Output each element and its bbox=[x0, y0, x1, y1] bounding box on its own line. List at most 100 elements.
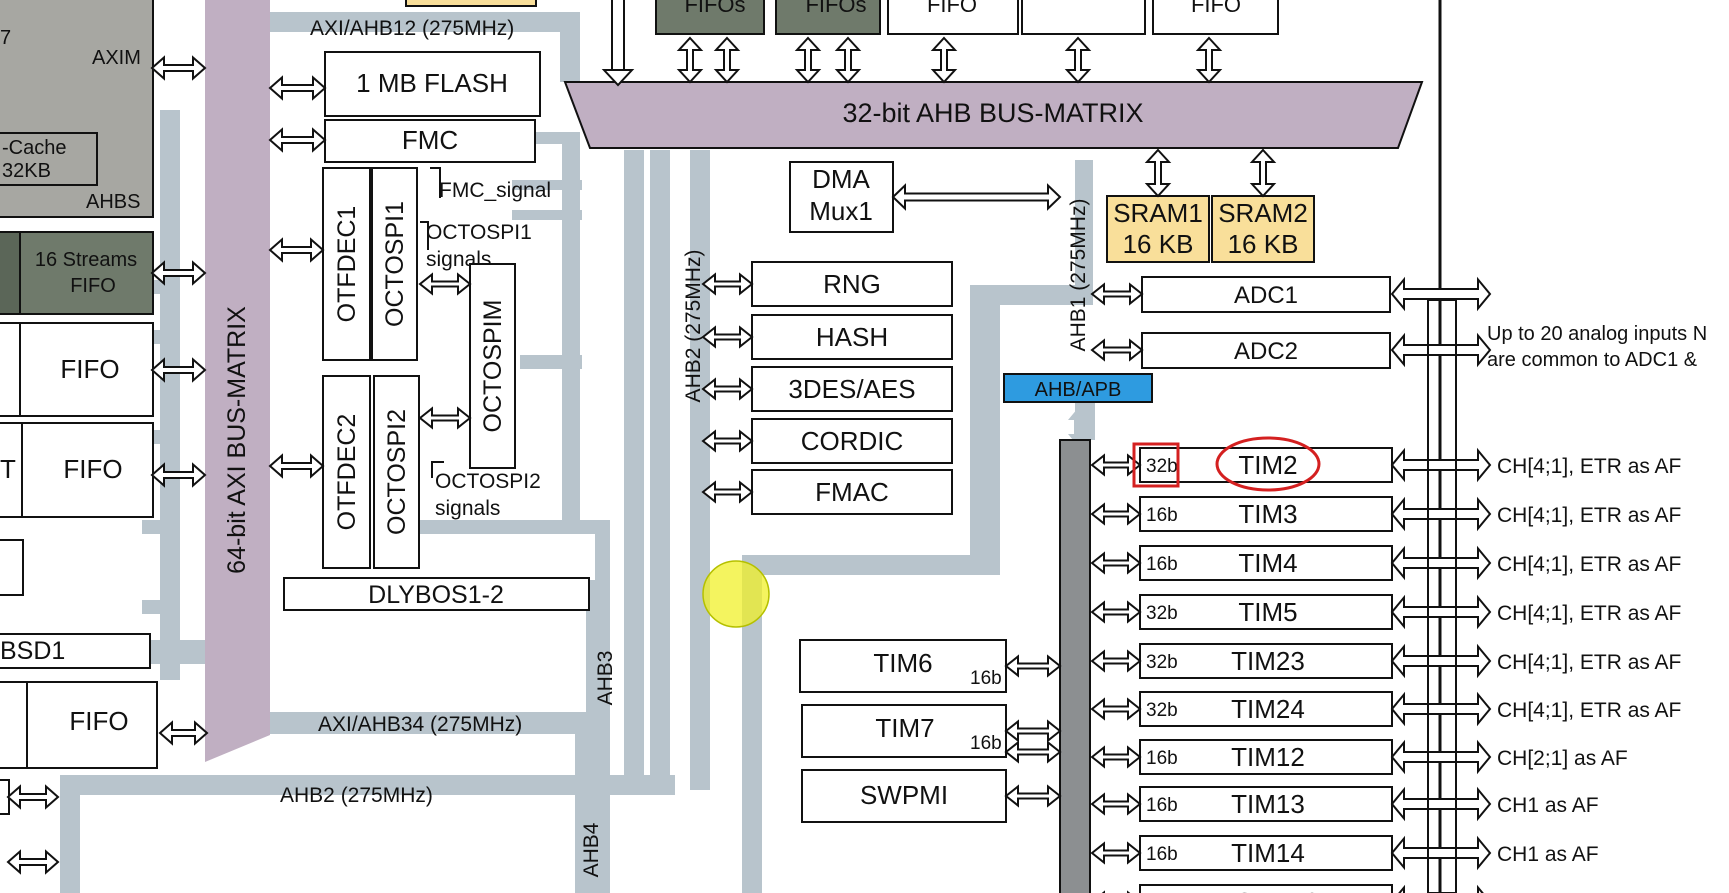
top-down-arrow-stem bbox=[611, 0, 625, 71]
fifo1-arrow bbox=[150, 357, 207, 383]
timer-box-tim13 bbox=[1139, 786, 1393, 822]
timer-channel-label: CH[4;1], ETR as AF bbox=[1497, 651, 1681, 674]
tim7-arrow bbox=[1004, 719, 1062, 743]
swpmi-box bbox=[801, 769, 1007, 823]
timer-bus-arrow bbox=[1090, 697, 1142, 721]
timer-bits: 32b bbox=[1146, 652, 1178, 673]
periph-arrow bbox=[701, 272, 754, 296]
periph-arrow bbox=[701, 429, 754, 453]
adc2-label: ADC2 bbox=[1234, 338, 1298, 365]
fifo-c bbox=[887, 0, 1019, 35]
small-box bbox=[0, 539, 24, 596]
sram1-box bbox=[1106, 195, 1210, 263]
oct1-octospim-arrow bbox=[418, 272, 472, 296]
adc1-io-arrow bbox=[1390, 276, 1492, 312]
bridge-arrow bbox=[1068, 408, 1088, 446]
fifo3-arrow bbox=[158, 720, 209, 746]
tim6-label: TIM6 bbox=[873, 648, 932, 678]
timer-bus-arrow bbox=[1090, 792, 1142, 816]
timer-channel-label: CH[4;1], ETR as AF bbox=[1497, 602, 1681, 625]
sram2-arrow bbox=[1249, 148, 1277, 198]
swpmi-arrow bbox=[1004, 784, 1062, 808]
fifo-label-2: FIFO bbox=[63, 454, 122, 484]
timer-name: TIM12 bbox=[1231, 742, 1305, 772]
top-vertical-arrow-1 bbox=[713, 36, 741, 84]
ahb-bus-matrix bbox=[563, 81, 1424, 149]
dma-arrow bbox=[891, 183, 1062, 211]
tim7-bits: 16b bbox=[970, 733, 1002, 754]
timer-io-arrow bbox=[1390, 786, 1492, 822]
ahbs-label: AHBS bbox=[86, 191, 140, 213]
periph-label: HASH bbox=[816, 322, 888, 352]
t-label: T bbox=[0, 454, 16, 484]
timer-bus-arrow bbox=[1090, 745, 1142, 769]
timer-io-arrow bbox=[1390, 496, 1492, 532]
streams-arrow bbox=[150, 260, 207, 286]
timer-channel-label: CH[2;1] as AF bbox=[1497, 747, 1628, 770]
adc1-label: ADC1 bbox=[1234, 282, 1298, 309]
timer-io-arrow bbox=[1390, 447, 1492, 483]
dcache-box bbox=[0, 132, 98, 186]
tim7-box bbox=[801, 704, 1007, 758]
tim7-label: TIM7 bbox=[875, 713, 934, 743]
octospi1-label: OCTOSPI1 bbox=[381, 201, 409, 327]
ahb1-vertical-label: AHB1 (275MHz) bbox=[1067, 199, 1090, 352]
timer-bits: 32b bbox=[1146, 603, 1178, 624]
axim-arrow bbox=[150, 55, 207, 81]
axi-bus-matrix bbox=[205, 0, 270, 762]
top-vertical-arrow-3 bbox=[834, 36, 862, 84]
oct2-octospim-arrow bbox=[418, 406, 472, 430]
fifo-e-label: FIFO bbox=[1191, 0, 1241, 17]
timer-name: TIM24 bbox=[1231, 694, 1305, 724]
otfdec2-arrow bbox=[268, 453, 325, 479]
ahb4-label: AHB4 bbox=[580, 822, 603, 877]
flash-box bbox=[324, 51, 541, 117]
fmc-label: FMC bbox=[402, 125, 458, 155]
dlyb-box bbox=[283, 577, 590, 611]
timer-bus-arrow bbox=[1090, 649, 1142, 673]
timer-name: USART2 bbox=[1217, 887, 1319, 893]
timer-io-arrow bbox=[1390, 691, 1492, 727]
adc1-arrow bbox=[1090, 282, 1144, 306]
fifo-box-1 bbox=[0, 322, 154, 417]
fifos-a bbox=[655, 0, 765, 35]
flash-arrow bbox=[268, 75, 327, 101]
timer-bits: 16b bbox=[1146, 505, 1178, 526]
fifos-b-label: FIFOs bbox=[805, 0, 866, 17]
top-vertical-arrow-2 bbox=[794, 36, 822, 84]
timer-channel-label: CH[4;1], ETR as AF bbox=[1497, 504, 1681, 527]
timer-name: TIM2 bbox=[1238, 450, 1297, 480]
axi34-label: AXI/AHB34 (275MHz) bbox=[318, 713, 522, 736]
io-ladder bbox=[1427, 299, 1457, 893]
timer-channel-label: CH1 as AF bbox=[1497, 843, 1599, 866]
timer-bus-arrow bbox=[1090, 841, 1142, 865]
timer-bits: 32b bbox=[1146, 456, 1178, 477]
bsd-label: BSD1 bbox=[0, 637, 65, 665]
sram2-box bbox=[1211, 195, 1315, 263]
timer-channel-label: CH1 as AF bbox=[1497, 794, 1599, 817]
top-box-d bbox=[1021, 0, 1146, 35]
periph-arrow bbox=[701, 325, 754, 349]
flash-label: 1 MB FLASH bbox=[356, 68, 508, 98]
periph-label: CORDIC bbox=[801, 426, 904, 456]
cpu-digit: 7 bbox=[0, 27, 11, 49]
adc1-box bbox=[1141, 276, 1391, 313]
timer-io-arrow bbox=[1390, 545, 1492, 581]
timer-io-arrow bbox=[1390, 739, 1492, 775]
timer-bus-arrow bbox=[1090, 453, 1142, 477]
timer-io-arrow bbox=[1390, 643, 1492, 679]
bus-lines bbox=[0, 12, 1095, 893]
ahb3-label: AHB3 bbox=[594, 651, 617, 706]
otfdec1-label: OTFDEC1 bbox=[333, 206, 361, 323]
bsd-box bbox=[0, 633, 151, 669]
dma-streams-inner bbox=[0, 231, 21, 315]
timer-channel-label: CH[4;1], ETR as AF bbox=[1497, 553, 1681, 576]
highlight-tim2-ellipse bbox=[1215, 436, 1321, 492]
periph-arrow bbox=[701, 377, 754, 401]
timer-bits: 16b bbox=[1146, 844, 1178, 865]
